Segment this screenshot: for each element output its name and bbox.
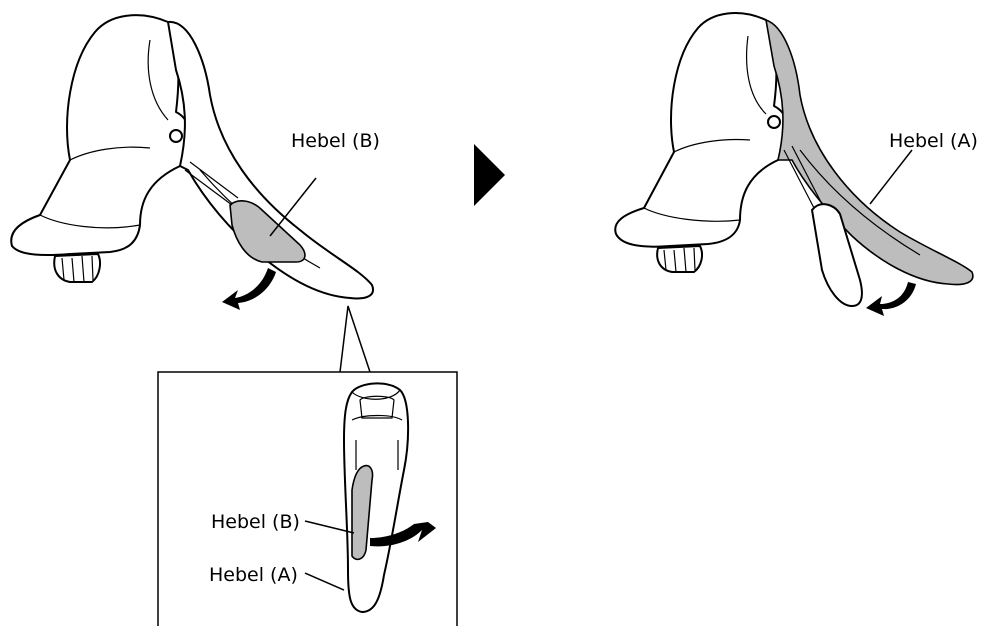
right-bracket-body (615, 13, 787, 247)
right-lever-a (766, 20, 973, 285)
right-motion-arrow (866, 282, 916, 316)
left-cable-wheel (54, 254, 100, 282)
label-left-lever-b: Hebel (B) (291, 130, 380, 152)
leader-detail-lever-a (305, 573, 344, 590)
left-bracket-body (11, 15, 189, 255)
left-lever-drawing (11, 15, 373, 310)
leader-right-lever-a (870, 150, 912, 204)
left-motion-arrow (222, 268, 276, 310)
detail-frame (158, 372, 457, 626)
left-pivot (170, 130, 182, 142)
label-right-lever-a: Hebel (A) (889, 130, 978, 152)
right-cable-wheel (657, 246, 702, 272)
detail-callout (158, 306, 457, 626)
right-pivot (768, 116, 780, 128)
right-lever-drawing (615, 13, 973, 316)
step-arrow-icon (474, 144, 505, 206)
label-detail-lever-b: Hebel (B) (211, 511, 300, 533)
callout-pointer (340, 306, 370, 372)
detail-lever-front-view (344, 383, 408, 612)
label-detail-lever-a: Hebel (A) (209, 564, 298, 586)
